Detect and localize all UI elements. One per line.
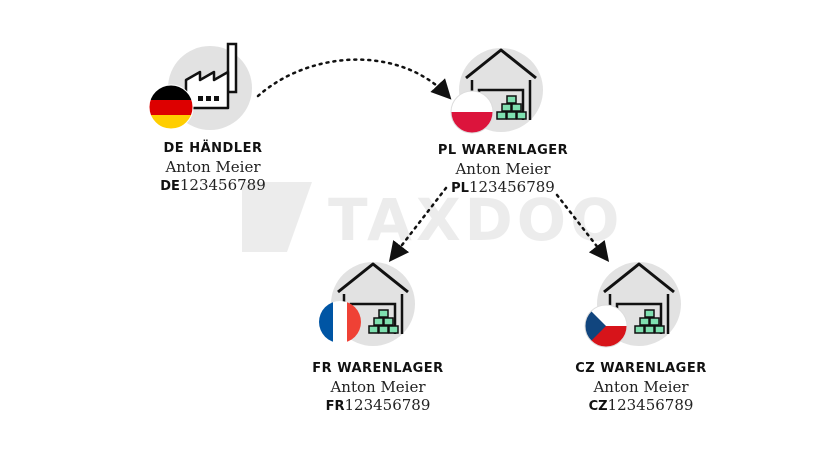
pl-node-label: PL WARENLAGER Anton Meier PL123456789 <box>403 142 603 198</box>
pl-node-icon <box>446 42 546 139</box>
de-node-label: DE HÄNDLER Anton Meier DE123456789 <box>113 140 313 196</box>
fr-vat: FR123456789 <box>278 396 478 416</box>
fr-title: FR WARENLAGER <box>312 361 444 376</box>
fr-node-label: FR WARENLAGER Anton Meier FR123456789 <box>278 360 478 416</box>
de-country-code: DE <box>160 179 180 194</box>
fr-country-code: FR <box>325 399 345 414</box>
pl-vat: PL123456789 <box>403 178 603 198</box>
fr-name: Anton Meier <box>330 378 426 396</box>
cz-node-label: CZ WARENLAGER Anton Meier CZ123456789 <box>541 360 741 416</box>
pl-country-code: PL <box>451 181 469 196</box>
fr-vat-number: 123456789 <box>344 396 431 414</box>
arrow-de-to-pl <box>256 58 452 100</box>
pl-title: PL WARENLAGER <box>437 143 569 158</box>
fr-node-icon <box>318 256 418 353</box>
cz-name: Anton Meier <box>593 378 689 396</box>
pl-vat-number: 123456789 <box>468 178 555 196</box>
pl-name: Anton Meier <box>455 160 551 178</box>
cz-vat-number: 123456789 <box>607 396 694 414</box>
de-name: Anton Meier <box>165 158 261 176</box>
cz-title: CZ WARENLAGER <box>575 361 707 376</box>
france-flag-icon <box>319 301 361 343</box>
watermark-text: TAXDOO <box>328 186 624 254</box>
de-vat-number: 123456789 <box>179 176 266 194</box>
cz-node-icon <box>584 256 684 353</box>
arrow-pl-to-cz <box>555 193 610 262</box>
de-node-icon <box>148 38 258 139</box>
germany-flag-icon <box>148 84 194 130</box>
taxdoo-logo-icon <box>242 182 312 252</box>
poland-flag-icon <box>450 90 494 134</box>
arrow-pl-to-fr <box>388 186 448 262</box>
cz-country-code: CZ <box>588 399 608 414</box>
de-title: DE HÄNDLER <box>163 141 263 156</box>
czech-flag-icon <box>584 304 628 348</box>
de-vat: DE123456789 <box>113 176 313 196</box>
taxdoo-watermark: TAXDOO <box>232 172 632 262</box>
cz-vat: CZ123456789 <box>541 396 741 416</box>
